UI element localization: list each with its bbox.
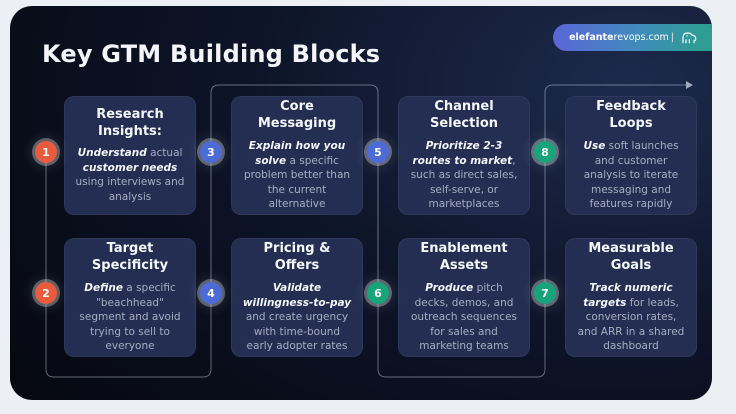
card-title: Target Specificity [91, 241, 169, 274]
card-research-insights: Research Insights: Understand actual cus… [64, 96, 196, 215]
step-badge-6: 6 [367, 282, 389, 304]
card-enablement-assets: Enablement Assets Produce pitch decks, d… [398, 238, 530, 357]
brand-separator: | [670, 32, 674, 43]
card-body: Produce pitch decks, demos, and outreach… [410, 282, 517, 353]
card-channel-selection: Channel Selection Prioritize 2-3 routes … [398, 96, 530, 215]
card-body: Define a specific "beachhead" segment an… [79, 282, 181, 353]
step-badge-7: 7 [534, 282, 556, 304]
card-body: Explain how you solve a specific problem… [243, 140, 351, 211]
card-core-messaging: Core Messaging Explain how you solve a s… [231, 96, 363, 215]
step-badge-3: 3 [200, 141, 222, 163]
slide-canvas: Key GTM Building Blocks elefanterevops.c… [10, 6, 712, 400]
step-badge-8: 8 [534, 141, 556, 163]
brand-logo-pill[interactable]: elefanterevops.com| [553, 24, 712, 51]
step-badge-4: 4 [200, 282, 222, 304]
page-title: Key GTM Building Blocks [42, 40, 381, 68]
card-title: Measurable Goals [588, 241, 674, 274]
card-title: Pricing & Offers [263, 241, 331, 274]
brand-name-rest: revops.com [613, 32, 669, 43]
card-title: Enablement Assets [420, 241, 508, 274]
flow-arrow-icon [686, 81, 693, 89]
card-title: Core Messaging [257, 99, 337, 132]
card-pricing-offers: Pricing & Offers Validate willingness-to… [231, 238, 363, 357]
card-body: Prioritize 2-3 routes to market, such as… [410, 140, 518, 211]
card-title: Channel Selection [429, 99, 498, 132]
brand-text: elefanterevops.com| [569, 32, 674, 43]
card-body: Validate willingness-to-pay and create u… [242, 282, 352, 353]
card-target-specificity: Target Specificity Define a specific "be… [64, 238, 196, 357]
blocks-grid: Research Insights: Understand actual cus… [64, 96, 697, 357]
step-badge-5: 5 [367, 141, 389, 163]
card-body: Track numeric targets for leads, convers… [577, 282, 685, 353]
card-title: Research Insights: [96, 106, 164, 139]
card-measurable-goals: Measurable Goals Track numeric targets f… [565, 238, 697, 357]
card-body: Use soft launches and customer analysis … [583, 140, 679, 211]
card-body: Understand actual customer needs using i… [75, 147, 185, 203]
brand-name-bold: elefante [569, 32, 614, 43]
card-feedback-loops: Feedback Loops Use soft launches and cus… [565, 96, 697, 215]
card-title: Feedback Loops [596, 99, 666, 132]
step-badge-1: 1 [35, 141, 57, 163]
elephant-icon [682, 32, 697, 44]
step-badge-2: 2 [35, 282, 57, 304]
